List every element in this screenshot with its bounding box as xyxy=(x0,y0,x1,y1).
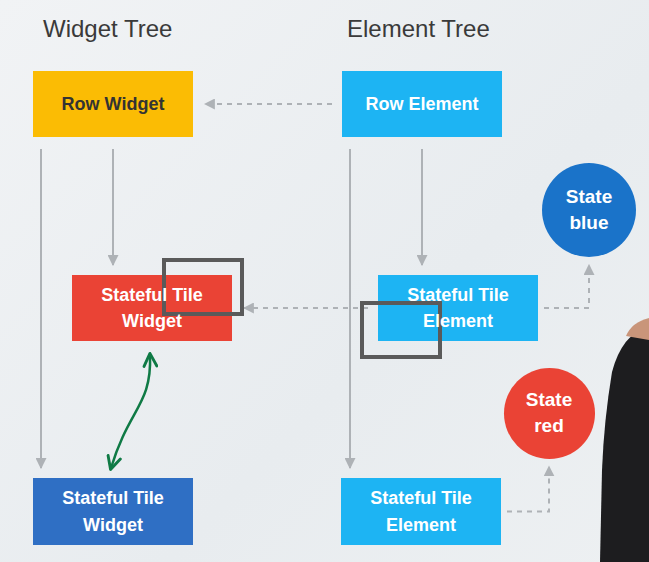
widget-box: Stateful Tile Widget xyxy=(72,275,232,341)
reference-arrow xyxy=(205,103,332,105)
highlight-square xyxy=(164,260,242,314)
tree-heading: Widget Tree xyxy=(43,15,172,43)
circle-fill xyxy=(542,163,636,257)
element-box: Stateful Tile Element xyxy=(378,275,538,341)
circle-outline xyxy=(504,368,595,459)
reference-arrow xyxy=(544,265,589,308)
state-label: State red xyxy=(518,387,580,438)
state-label: State blue xyxy=(556,184,622,235)
presenter-skin xyxy=(626,318,649,340)
reference-arrow xyxy=(244,307,368,309)
child-arrow xyxy=(40,149,42,468)
reference-arrow xyxy=(507,467,549,512)
child-arrow xyxy=(112,149,114,265)
element-box: Stateful Tile Element xyxy=(341,478,501,545)
child-arrow xyxy=(421,149,423,265)
element-box: Row Element xyxy=(342,71,502,137)
box-label: Stateful Tile Element xyxy=(388,282,528,334)
presenter-silhouette xyxy=(600,326,649,562)
child-arrow xyxy=(349,149,351,468)
circle-fill xyxy=(504,368,595,459)
relation-arrow xyxy=(111,355,150,468)
widget-box: Stateful Tile Widget xyxy=(33,478,193,545)
state-circle: State red xyxy=(504,368,595,459)
widget-box: Row Widget xyxy=(33,71,193,137)
box-label: Stateful Tile Widget xyxy=(82,282,222,334)
circle-outline xyxy=(542,163,636,257)
box-label: Stateful Tile Widget xyxy=(43,485,183,537)
tree-heading: Element Tree xyxy=(347,15,490,43)
box-label: Stateful Tile Element xyxy=(351,485,491,537)
highlight-square xyxy=(362,303,440,357)
box-label: Row Element xyxy=(365,91,478,117)
box-label: Row Widget xyxy=(62,91,165,117)
state-circle: State blue xyxy=(542,163,636,257)
